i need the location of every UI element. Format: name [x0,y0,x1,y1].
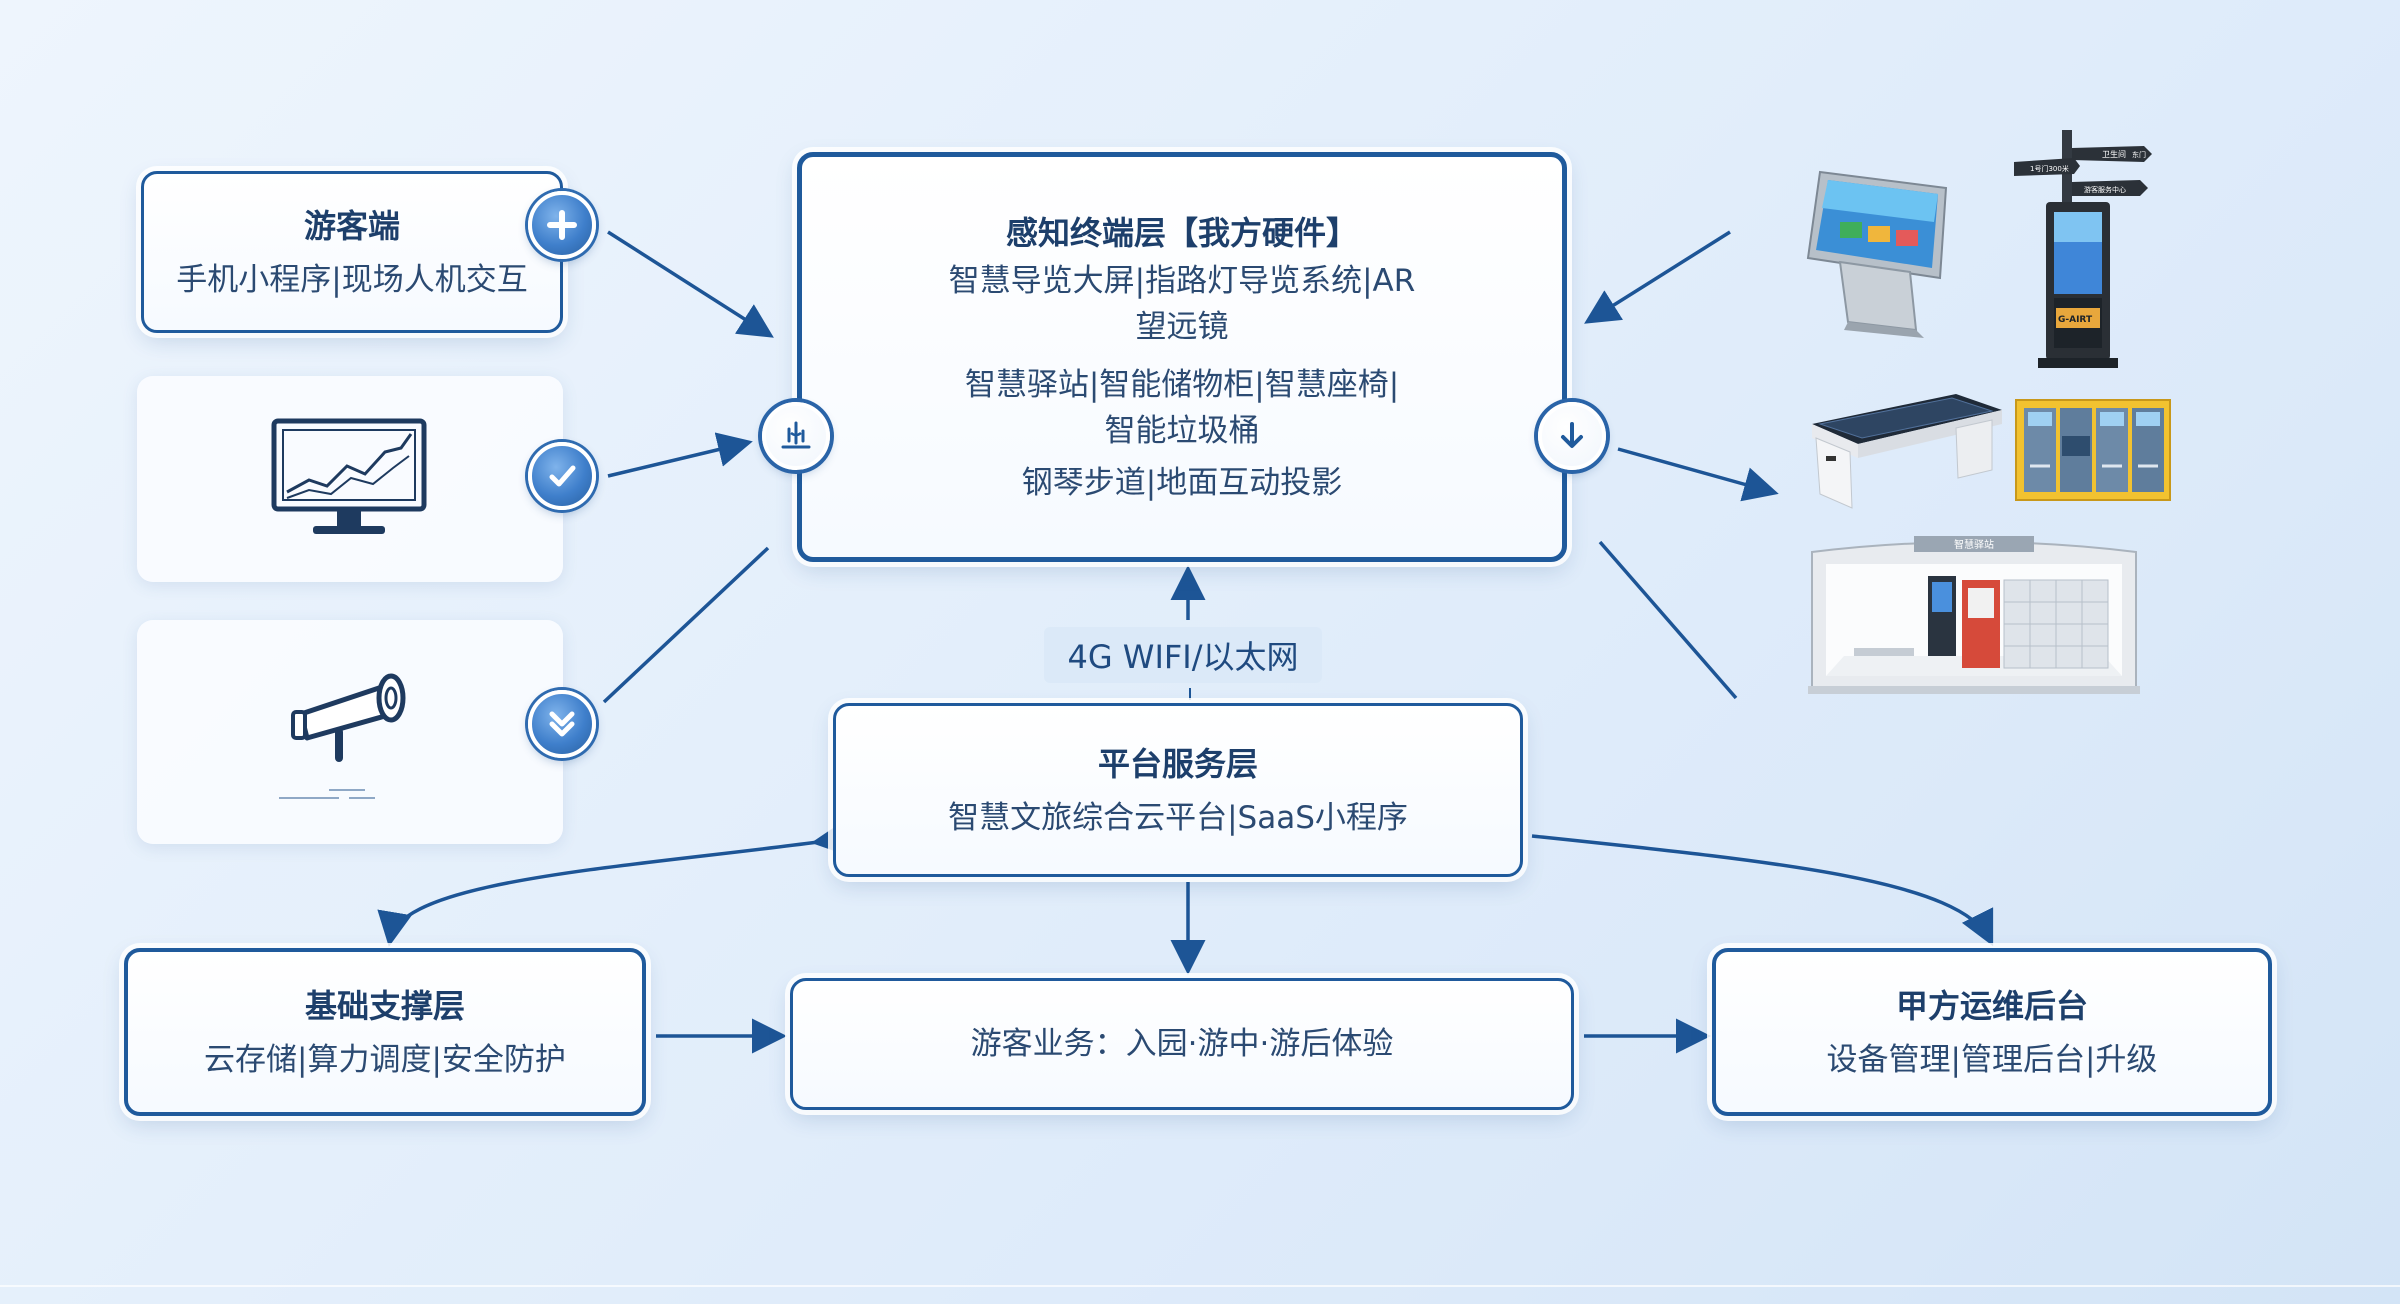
line-perception-to-station [1598,540,1738,700]
perception-title: 感知终端层【我方硬件】 [1005,214,1358,252]
infra-subtitle: 云存储|算力调度|安全防护 [204,1042,566,1078]
perception-line-5: 钢琴步道|地面互动投影 [1021,465,1343,501]
signpost-brand: G-AIRT [2058,315,2093,325]
arrow-monitor-to-perception [607,432,753,478]
smart-bench-illustration [1812,394,2002,509]
perception-box: 感知终端层【我方硬件】 智慧导览大屏|指路灯导览系统|AR 望远镜 智慧驿站|智… [797,152,1567,562]
infra-title: 基础支撑层 [304,987,465,1025]
monitor-icon [271,418,427,534]
perception-line-3: 智慧驿站|智能储物柜|智慧座椅| [964,367,1400,403]
telescope-ground-lines [279,789,375,799]
station-roof-text: 智慧驿站 [1954,538,1994,551]
sign-text-1: 卫生间 [2102,149,2126,159]
bottom-rule [0,1285,2400,1287]
arrow-perception-to-devices [1617,447,1779,502]
ops-title: 甲方运维后台 [1895,987,2088,1025]
telescope-icon [291,673,406,762]
visitor-subtitle: 手机小程序|现场人机交互 [176,262,528,298]
platform-subtitle: 智慧文旅综合云平台|SaaS小程序 [948,800,1408,836]
visitor-box: 游客端 手机小程序|现场人机交互 [141,171,563,333]
visitor-title: 游客端 [303,207,400,245]
ops-subtitle: 设备管理|管理后台|升级 [1826,1042,2158,1078]
arrow-devices-to-perception [1584,230,1731,324]
smart-station-illustration: 智慧驿站 [1808,536,2140,694]
infra-box: 基础支撑层 云存储|算力调度|安全防护 [124,948,646,1116]
business-text: 游客业务：入园·游中·游后体验 [970,1026,1394,1062]
arrow-platform-to-infra [377,821,849,947]
network-label: 4G WIFI/以太网 [1044,627,1322,683]
telescope-card [137,620,563,844]
sign-text-3: 游客服务中心 [2084,185,2126,194]
antenna-icon [762,402,830,470]
ops-box: 甲方运维后台 设备管理|管理后台|升级 [1712,948,2272,1116]
arrow-visitor-to-perception [607,230,774,338]
signpost-kiosk-illustration: 1号门300米 卫生间 东门 游客服务中心 G-AIRT [2014,130,2152,368]
sign-text-2: 1号门300米 [2030,164,2069,173]
perception-line-1: 智慧导览大屏|指路灯导览系统|AR [948,263,1416,299]
double-chevron-down-icon [528,690,596,758]
perception-line-4: 智能垃圾桶 [1104,413,1260,449]
sign-text-4: 东门 [2132,150,2146,159]
business-box: 游客业务：入园·游中·游后体验 [790,978,1574,1110]
arrow-platform-to-ops [1531,834,1994,947]
platform-title: 平台服务层 [1097,745,1258,783]
arrow-down-icon [1538,402,1606,470]
smart-locker-illustration [2015,399,2171,501]
check-icon [528,442,596,510]
kiosk-screen-illustration [1806,170,1948,338]
plus-icon [528,191,596,259]
platform-box: 平台服务层 智慧文旅综合云平台|SaaS小程序 [833,703,1523,877]
perception-line-2: 望远镜 [1135,309,1229,345]
monitor-card [137,376,563,582]
line-telescope-to-perception [602,546,770,704]
